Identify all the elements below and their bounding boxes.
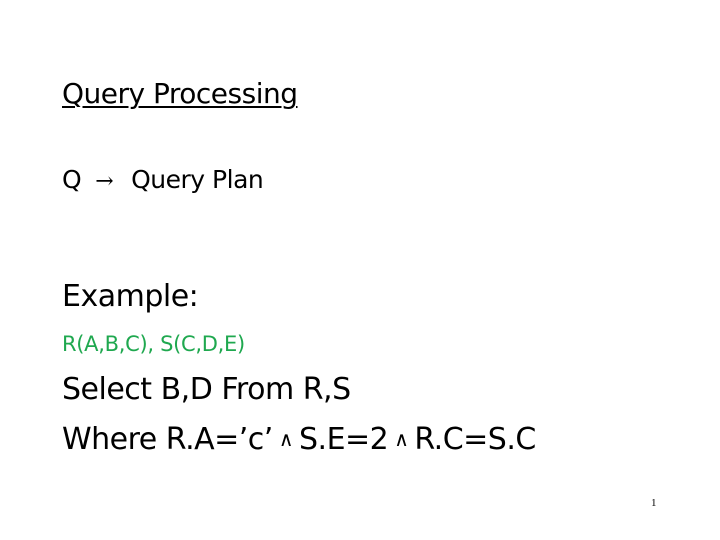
query-symbol: Q <box>62 165 82 194</box>
query-to-plan-line: Q → Query Plan <box>62 165 264 194</box>
where-clause: Where R.A=’c’∧S.E=2∧R.C=S.C <box>62 422 536 457</box>
example-label: Example: <box>62 279 199 314</box>
where-condition-3: R.C=S.C <box>414 422 536 457</box>
select-clause: Select B,D From R,S <box>62 372 351 407</box>
schema-line: R(A,B,C), S(C,D,E) <box>62 332 245 356</box>
slide-title: Query Processing <box>62 77 298 110</box>
logical-and-icon: ∧ <box>394 427 409 451</box>
right-arrow-icon: → <box>95 169 114 194</box>
where-condition-2: S.E=2 <box>298 422 389 457</box>
page-number: 1 <box>651 497 657 509</box>
logical-and-icon: ∧ <box>278 427 294 451</box>
where-condition-1: Where R.A=’c’ <box>62 422 273 457</box>
query-plan-label: Query Plan <box>131 165 264 194</box>
